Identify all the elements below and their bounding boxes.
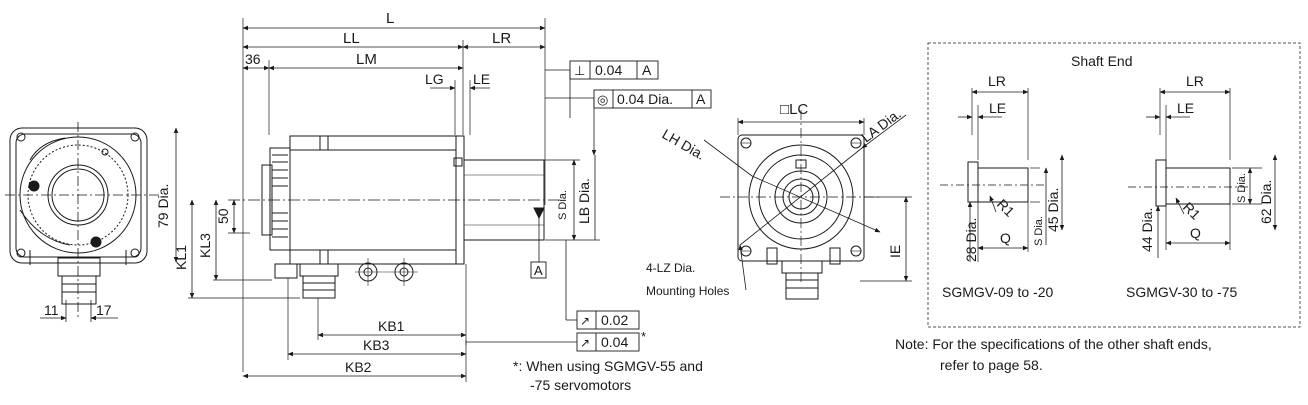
runout2-symbol: ↗ [580,336,590,350]
dim-LA-dia: LA Dia. [858,105,904,145]
left-S-dia: S Dia. [1033,216,1045,246]
right-LE: LE [1177,100,1194,116]
left-45-dia: 45 Dia. [1045,188,1061,232]
left-LE: LE [989,100,1006,116]
runout2-mark: * [641,329,646,344]
runout2-value: 0.04 [601,334,628,350]
shaft-end-title: Shaft End [1071,53,1133,69]
mounting-holes-line2: Mounting Holes [646,284,729,298]
left-R1: R1 [994,196,1018,220]
conc-value: 0.04 Dia. [617,91,673,107]
perp-symbol: ⊥ [574,63,585,78]
runout-frame-1: ↗ 0.02 [576,310,640,330]
flange-view [703,110,912,300]
right-62-dia: 62 Dia. [1258,180,1274,224]
side-view [188,18,600,382]
dim-17: 17 [96,302,112,318]
dim-LR: LR [492,30,511,47]
footnote-line-2: -75 servomotors [530,377,632,393]
dim-KB2: KB2 [345,359,372,375]
dim-LC-label: LC [789,101,808,118]
dim-LG: LG [425,71,444,87]
right-caption: SGMGV-30 to -75 [1126,284,1237,300]
note-line-2: refer to page 58. [940,357,1043,373]
shaft-end-box [927,42,1301,328]
left-caption: SGMGV-09 to -20 [942,284,1053,300]
dim-LE: LE [473,71,490,87]
perp-datum: A [642,62,652,78]
rear-view [5,122,179,322]
left-28-dia: 28 Dia. [963,218,979,262]
right-S-dia: S Dia. [1236,173,1248,203]
tolerance-perpendicularity: ⊥ 0.04 A [569,60,659,80]
left-LR: LR [988,73,1006,89]
footnote-line-1: *: When using SGMGV-55 and [513,358,703,374]
shaft-end-left [940,88,1065,262]
dim-KB3: KB3 [363,337,390,353]
dim-IE: IE [887,245,903,258]
dim-S-dia: S Dia. [557,190,569,220]
dim-L: L [386,10,394,27]
runout-frame-2: ↗ 0.04 * [576,329,646,352]
dim-LM: LM [356,51,377,68]
datum-A-label: A [534,263,543,278]
dim-LH-dia: LH Dia. [660,126,708,163]
tolerance-concentricity: ◎ 0.04 Dia. A [593,89,712,109]
dim-79: 79 Dia. [155,184,171,228]
right-R1: R1 [1180,199,1204,223]
right-LR: LR [1186,73,1204,89]
dim-LB-dia: LB Dia. [576,178,592,224]
right-Q: Q [1190,225,1201,241]
conc-symbol: ◎ [597,92,608,107]
dim-KL1: KL1 [173,245,189,270]
dim-11: 11 [44,302,59,318]
dim-LL: LL [343,30,360,47]
dim-36: 36 [245,51,261,67]
note-line-1: Note: For the specifications of the othe… [895,336,1212,352]
runout1-value: 0.02 [601,312,628,328]
dim-50: 50 [215,208,231,224]
right-44-dia: 44 Dia. [1139,208,1155,252]
conc-datum: A [696,91,706,107]
shaft-end-right [1128,88,1278,258]
dim-KL3: KL3 [197,233,213,258]
perp-value: 0.04 [595,62,622,78]
runout1-symbol: ↗ [580,314,590,328]
dim-LC: □LC [780,101,808,118]
dim-KB1: KB1 [378,318,405,334]
mounting-holes-line1: 4-LZ Dia. [646,261,695,275]
left-Q: Q [1000,230,1011,246]
